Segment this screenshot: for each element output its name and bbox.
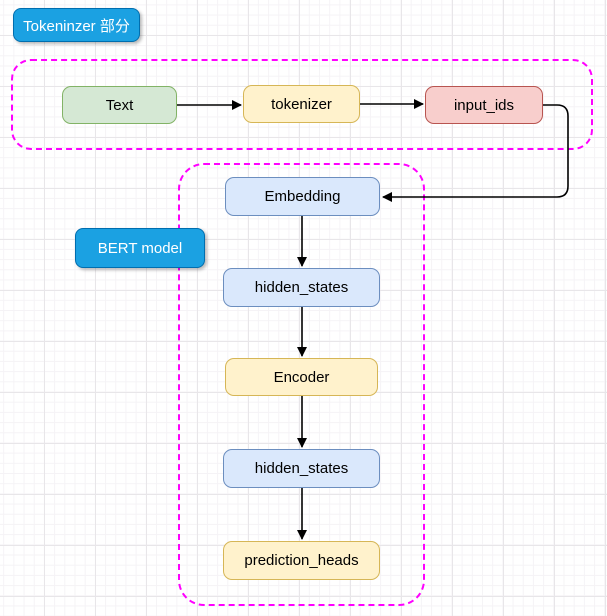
tokenizer-group-container[interactable] <box>11 59 593 150</box>
node-tokenizer[interactable]: tokenizer <box>243 85 360 123</box>
node-hidden-states-1[interactable]: hidden_states <box>223 268 380 307</box>
node-input-ids[interactable]: input_ids <box>425 86 543 124</box>
tokenizer-section-label[interactable]: Tokeninzer 部分 <box>13 8 140 42</box>
node-encoder[interactable]: Encoder <box>225 358 378 396</box>
bert-model-group-container[interactable] <box>178 163 425 606</box>
node-prediction-heads[interactable]: prediction_heads <box>223 541 380 580</box>
bert-model-label[interactable]: BERT model <box>75 228 205 268</box>
arrow-input-ids-to-embedding[interactable] <box>382 104 569 202</box>
node-text[interactable]: Text <box>62 86 177 124</box>
node-embedding[interactable]: Embedding <box>225 177 380 216</box>
node-hidden-states-2[interactable]: hidden_states <box>223 449 380 488</box>
